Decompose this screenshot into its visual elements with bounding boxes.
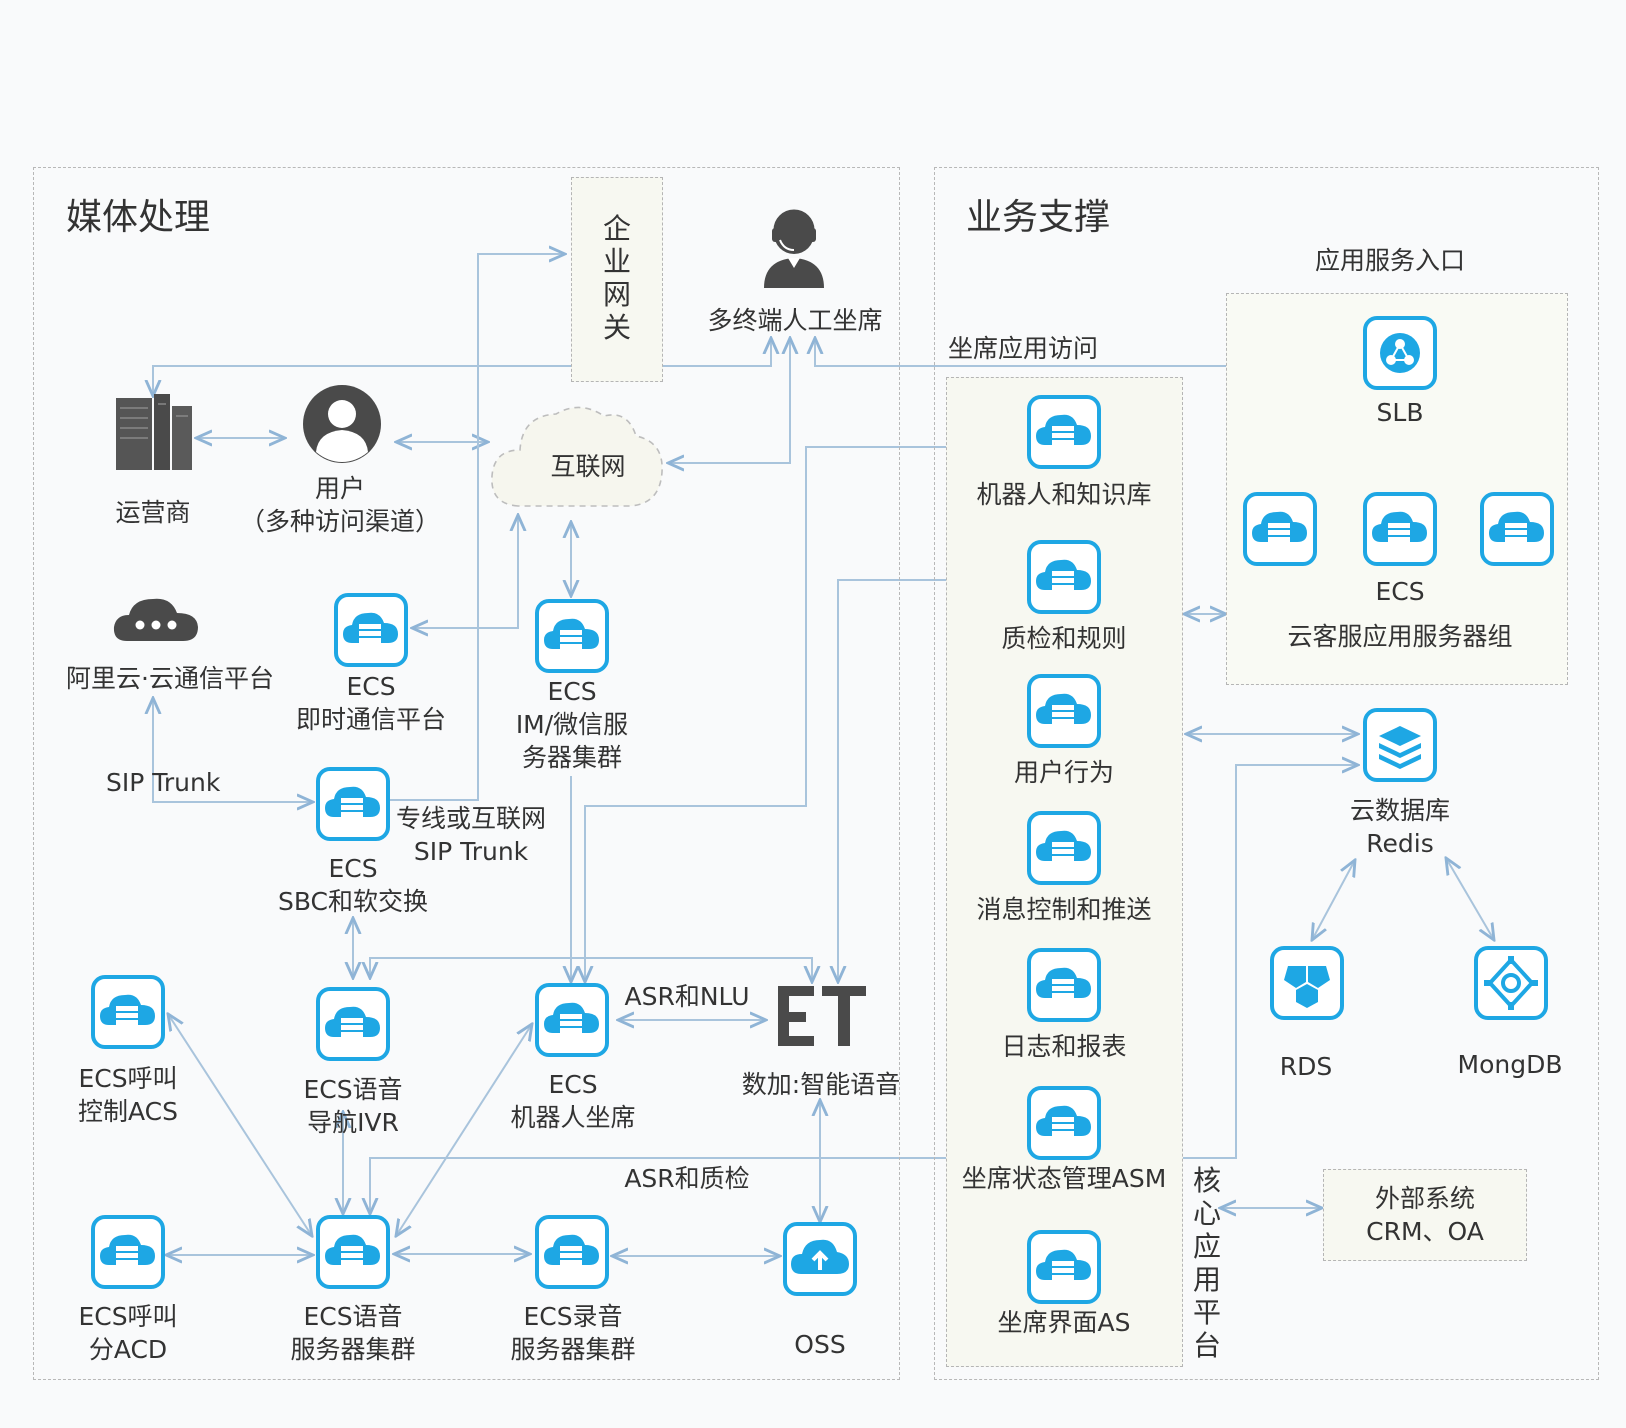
user-label: 用户（多种访问渠道）	[239, 474, 440, 536]
core-item-qc: 质检和规则	[1001, 624, 1127, 653]
ecs-server-2-icon	[1363, 492, 1437, 566]
internet-label: 互联网	[550, 452, 626, 481]
ivr-label: ECS语音导航IVR	[303, 1075, 403, 1137]
ecs-user-behavior-icon	[1027, 674, 1101, 748]
business-title: 业务支撑	[966, 197, 1111, 238]
enterprise-gateway-label: 企业 网关	[602, 212, 631, 344]
ecs-sbc-icon	[316, 767, 390, 841]
sip-trunk-label: SIP Trunk	[106, 768, 221, 797]
core-item-as: 坐席界面AS	[997, 1308, 1131, 1337]
rds-label: RDS	[1279, 1052, 1333, 1081]
ecs-record-cluster-icon	[535, 1215, 609, 1289]
slb-icon	[1363, 316, 1437, 390]
et-logo	[778, 984, 866, 1052]
cloud-communication-icon	[113, 598, 198, 641]
ecs-robot-kb-icon	[1027, 395, 1101, 469]
core-platform-label: 核心应 用平台	[1192, 1164, 1221, 1362]
redis-icon	[1363, 708, 1437, 782]
ecs-server-1-icon	[1243, 492, 1317, 566]
asr-nlu-label: ASR和NLU	[624, 982, 750, 1011]
acs-label: ECS呼叫控制ACS	[78, 1064, 178, 1126]
media-panel	[33, 167, 900, 1380]
mongodb-label: MongDB	[1457, 1050, 1563, 1079]
agent-label: 多终端人工坐席	[707, 306, 883, 335]
ecs-qc-icon	[1027, 540, 1101, 614]
ecs-acd-icon	[91, 1215, 165, 1289]
external-system-box	[1323, 1169, 1527, 1261]
ecs-voice-cluster-icon	[316, 1215, 390, 1289]
ecs-im-platform-icon	[334, 593, 408, 667]
core-item-asm: 坐席状态管理ASM	[961, 1164, 1167, 1193]
et-label: 数加:智能语音	[741, 1070, 901, 1099]
internet-cloud-icon	[491, 406, 663, 507]
user-avatar-icon	[303, 385, 381, 463]
ecs-im-cluster-icon	[535, 599, 609, 673]
core-item-user-behavior: 用户行为	[1013, 758, 1114, 787]
ecs-ivr-icon	[316, 987, 390, 1061]
ecs-robot-seat-icon	[535, 983, 609, 1057]
aliyun-label: 阿里云·云通信平台	[66, 664, 274, 693]
seat-access-label: 坐席应用访问	[948, 334, 1099, 363]
mongodb-icon	[1474, 946, 1548, 1020]
agent-headset-icon	[764, 209, 824, 288]
oss-icon	[783, 1222, 857, 1296]
core-item-robot-kb: 机器人和知识库	[976, 480, 1152, 509]
rds-icon	[1270, 946, 1344, 1020]
entry-title: 应用服务入口	[1314, 246, 1465, 275]
ecs-log-icon	[1027, 948, 1101, 1022]
asr-qc-label: ASR和质检	[624, 1164, 750, 1193]
ecs-message-icon	[1027, 811, 1101, 885]
media-title: 媒体处理	[66, 197, 211, 238]
ecs-acs-icon	[91, 975, 165, 1049]
slb-label: SLB	[1376, 398, 1424, 427]
ecs-asm-icon	[1027, 1086, 1101, 1160]
business-panel	[934, 167, 1599, 1380]
voice-cluster-label: ECS语音服务器集群	[290, 1302, 416, 1364]
core-item-message: 消息控制和推送	[976, 895, 1152, 924]
record-cluster-label: ECS录音服务器集群	[510, 1302, 636, 1364]
oss-label: OSS	[794, 1330, 846, 1359]
carrier-label: 运营商	[115, 498, 191, 527]
enterprise-gateway-box	[571, 177, 663, 382]
ecs-server-3-icon	[1480, 492, 1554, 566]
server-ecs-label: ECS	[1375, 577, 1425, 606]
server-rack-icon	[116, 394, 192, 470]
core-item-log: 日志和报表	[1001, 1032, 1127, 1061]
server-group-label: 云客服应用服务器组	[1287, 622, 1513, 651]
acd-label: ECS呼叫分ACD	[78, 1302, 178, 1364]
ecs-as-icon	[1027, 1230, 1101, 1304]
